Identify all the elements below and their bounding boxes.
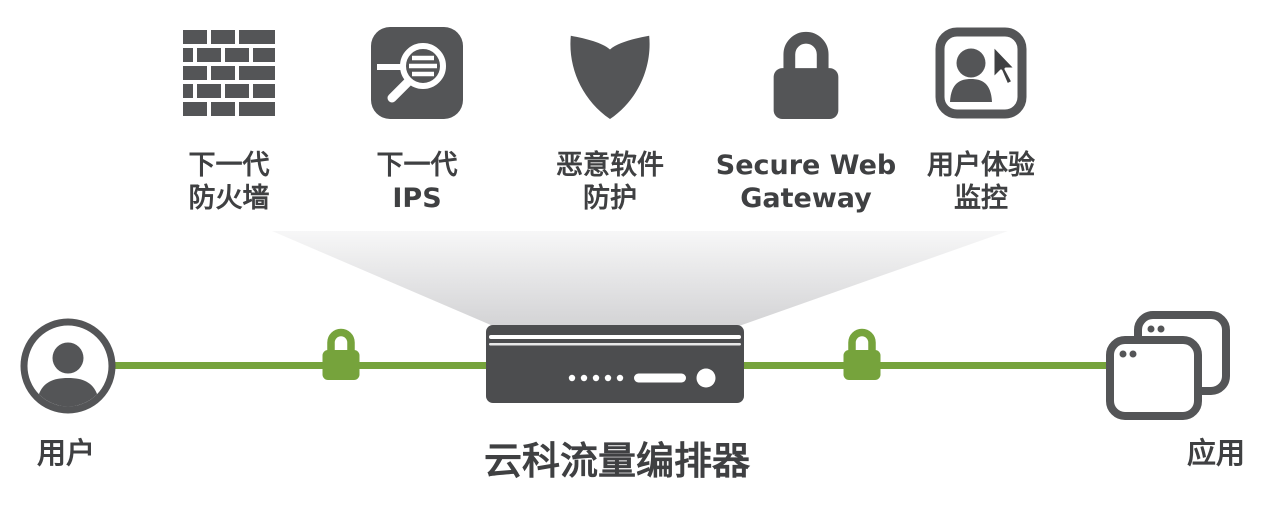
service-label-line1: Secure Web bbox=[715, 150, 897, 181]
service-label: 恶意软件 防护 bbox=[556, 150, 664, 216]
service-label-line1: 下一代 bbox=[188, 150, 270, 181]
gateway-lock-icon-box bbox=[758, 24, 854, 122]
funnel-shape bbox=[272, 231, 1008, 329]
service-label-line1: 下一代 bbox=[376, 150, 458, 181]
shield-icon-box bbox=[562, 24, 658, 122]
ips-magnifier-icon bbox=[371, 27, 463, 119]
service-label-line1: 用户体验 bbox=[927, 150, 1035, 181]
service-label-line2: Gateway bbox=[740, 182, 872, 214]
secure-gateway-lock-icon bbox=[773, 31, 839, 120]
firewall-icon bbox=[183, 30, 275, 116]
green-padlock-icon bbox=[843, 328, 881, 380]
encrypted-link-left bbox=[318, 324, 364, 384]
service-label-line2: 防护 bbox=[583, 182, 637, 214]
service-next-gen-ips: 下一代 IPS bbox=[317, 24, 517, 216]
service-label-line2: 监控 bbox=[954, 182, 1008, 214]
user-endpoint bbox=[20, 318, 116, 414]
user-experience-icon bbox=[935, 27, 1027, 119]
appliance-label: 云科流量编排器 bbox=[483, 439, 750, 483]
service-secure-web-gateway: Secure Web Gateway bbox=[706, 24, 906, 216]
service-label: 下一代 防火墙 bbox=[189, 150, 270, 216]
service-label-line2: 防火墙 bbox=[188, 182, 270, 214]
appliance-server-icon bbox=[486, 325, 744, 403]
user-endpoint-label: 用户 bbox=[36, 436, 95, 470]
malware-shield-icon bbox=[570, 35, 650, 120]
encrypted-link-right bbox=[839, 324, 885, 384]
firewall-icon-box bbox=[183, 24, 275, 122]
service-label-line1: 恶意软件 bbox=[556, 150, 664, 181]
service-label: 用户体验 监控 bbox=[927, 150, 1035, 216]
service-label: Secure Web Gateway bbox=[716, 150, 896, 216]
service-malware-protection: 恶意软件 防护 bbox=[510, 24, 710, 216]
applications-windows-icon bbox=[1106, 311, 1230, 420]
ips-icon-box bbox=[371, 24, 463, 122]
service-user-experience-monitoring: 用户体验 监控 bbox=[881, 24, 1081, 216]
apps-endpoint-label: 应用 bbox=[1186, 436, 1245, 470]
ux-icon-box bbox=[933, 24, 1029, 122]
applications-endpoint bbox=[1104, 310, 1232, 422]
appliance bbox=[486, 325, 744, 403]
user-icon bbox=[20, 318, 116, 414]
service-label-line2: IPS bbox=[392, 182, 442, 214]
green-padlock-icon bbox=[322, 328, 360, 380]
service-label: 下一代 IPS bbox=[377, 150, 458, 216]
service-next-gen-firewall: 下一代 防火墙 bbox=[129, 24, 329, 216]
